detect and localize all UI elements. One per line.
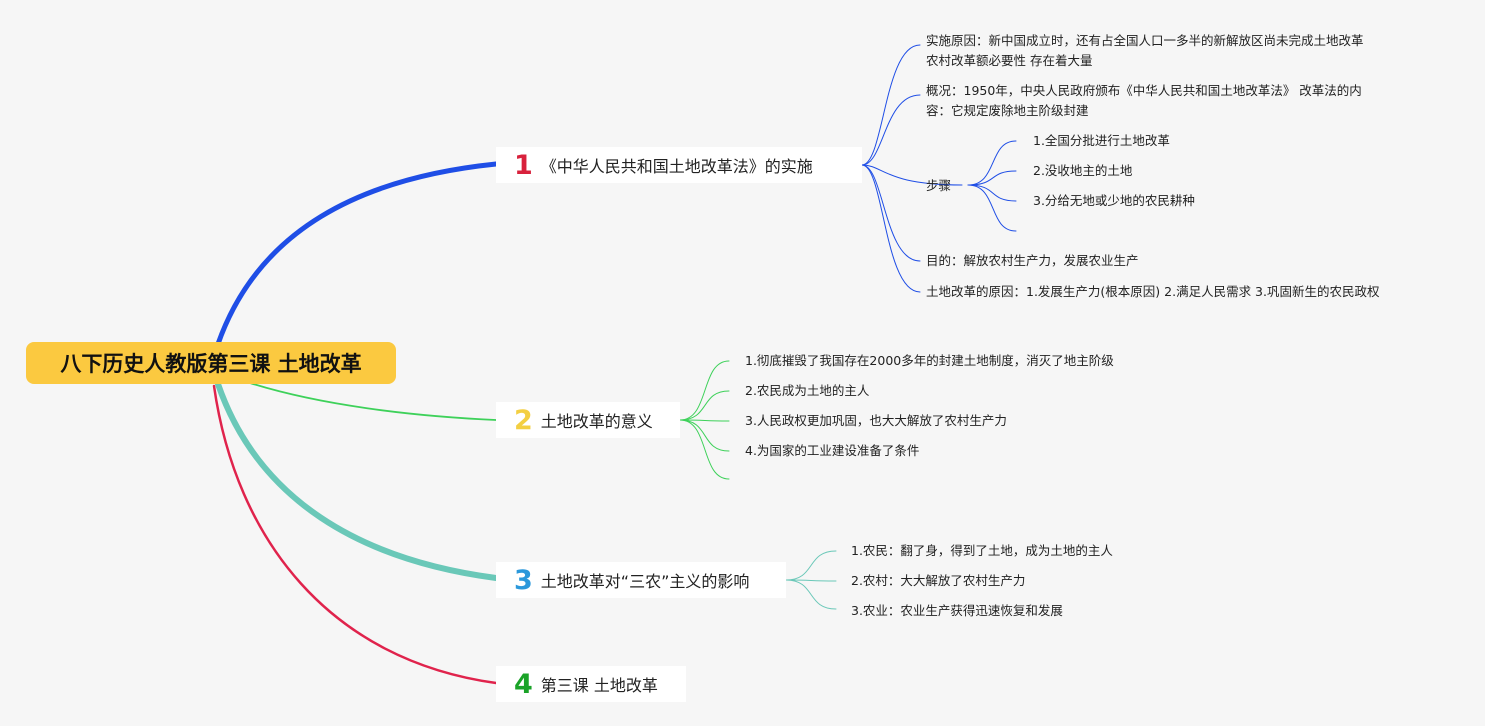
branch-2-number: 2 xyxy=(514,404,533,436)
branch-3-child-connector xyxy=(785,579,837,582)
branch-2-child-connector xyxy=(679,390,730,421)
impact-item-label: 1.农民：翻了身，得到了土地，成为土地的主人 xyxy=(851,543,1113,558)
branch-1-overview[interactable]: 概况：1950年，中央人民政府颁布《中华人民共和国土地改革法》 改革法的内 容：… xyxy=(926,81,1362,121)
step-item-label: 3.分给无地或少地的农民耕种 xyxy=(1033,193,1195,208)
significance-item[interactable]: 1.彻底摧毁了我国存在2000多年的封建土地制度，消灭了地主阶级 xyxy=(745,351,1114,371)
branch-2-label: 土地改革的意义 xyxy=(540,412,653,431)
branch-1-reason[interactable]: 实施原因：新中国成立时，还有占全国人口一多半的新解放区尚未完成土地改革 农村改革… xyxy=(926,31,1364,71)
root-topic[interactable]: 八下历史人教版第三课 土地改革 xyxy=(26,342,396,384)
branch-2-topic[interactable]: 2 土地改革的意义 xyxy=(496,402,680,438)
branch-1-causes-label: 土地改革的原因：1.发展生产力(根本原因) 2.满足人民需求 3.巩固新生的农民… xyxy=(926,284,1380,299)
branch-1-purpose-label: 目的：解放农村生产力，发展农业生产 xyxy=(926,253,1139,268)
steps-child-connector xyxy=(967,170,1017,186)
step-item-label: 2.没收地主的土地 xyxy=(1033,163,1133,178)
impact-item[interactable]: 1.农民：翻了身，得到了土地，成为土地的主人 xyxy=(851,541,1113,561)
branch-1-overview-line1: 概况：1950年，中央人民政府颁布《中华人民共和国土地改革法》 改革法的内 xyxy=(926,83,1362,98)
significance-item-label: 4.为国家的工业建设准备了条件 xyxy=(745,443,920,458)
branch-1-child-connector xyxy=(861,94,921,166)
step-item[interactable]: 3.分给无地或少地的农民耕种 xyxy=(1033,191,1195,211)
branch-4-connector xyxy=(212,384,498,685)
branch-4-number: 4 xyxy=(514,668,533,700)
significance-item-label: 2.农民成为土地的主人 xyxy=(745,383,870,398)
branch-1-overview-line2: 容：它规定废除地主阶级封建 xyxy=(926,103,1089,118)
step-item[interactable]: 2.没收地主的土地 xyxy=(1033,161,1132,181)
branch-2-connector xyxy=(249,382,497,421)
impact-item-label: 3.农业：农业生产获得迅速恢复和发展 xyxy=(851,603,1063,618)
branch-3-child-connector xyxy=(785,579,837,610)
branch-1-connector xyxy=(215,161,499,347)
significance-item-label: 3.人民政权更加巩固，也大大解放了农村生产力 xyxy=(745,413,1007,428)
branch-1-child-connector xyxy=(861,164,921,293)
branch-4-label: 第三课 土地改革 xyxy=(540,676,658,695)
branch-3-label: 土地改革对“三农”主义的影响 xyxy=(540,572,750,591)
significance-item[interactable]: 3.人民政权更加巩固，也大大解放了农村生产力 xyxy=(745,411,1007,431)
branch-2-child-connector xyxy=(679,419,730,422)
root-topic-label: 八下历史人教版第三课 土地改革 xyxy=(60,352,362,376)
branch-3-child-connector xyxy=(785,550,837,581)
significance-item[interactable]: 2.农民成为土地的主人 xyxy=(745,381,869,401)
branch-1-number: 1 xyxy=(514,149,533,181)
branch-4-topic[interactable]: 4 第三课 土地改革 xyxy=(496,666,686,702)
branch-3-connector xyxy=(215,381,499,581)
step-item-label: 1.全国分批进行土地改革 xyxy=(1033,133,1170,148)
branch-1-causes[interactable]: 土地改革的原因：1.发展生产力(根本原因) 2.满足人民需求 3.巩固新生的农民… xyxy=(926,282,1379,302)
impact-item[interactable]: 3.农业：农业生产获得迅速恢复和发展 xyxy=(851,601,1063,621)
steps-child-connector xyxy=(967,184,1017,232)
branch-1-topic[interactable]: 1 《中华人民共和国土地改革法》的实施 xyxy=(496,147,862,183)
branch-2-child-connector xyxy=(679,419,730,452)
branch-2-child-connector xyxy=(679,419,730,480)
impact-item[interactable]: 2.农村：大大解放了农村生产力 xyxy=(851,571,1025,591)
branch-1-steps[interactable]: 步骤 xyxy=(926,176,951,196)
branch-1-reason-line1: 实施原因：新中国成立时，还有占全国人口一多半的新解放区尚未完成土地改革 xyxy=(926,33,1364,48)
branch-1-child-connector xyxy=(861,44,921,166)
step-item[interactable]: 1.全国分批进行土地改革 xyxy=(1033,131,1170,151)
branch-3-topic[interactable]: 3 土地改革对“三农”主义的影响 xyxy=(496,562,786,598)
branch-1-label: 《中华人民共和国土地改革法》的实施 xyxy=(540,157,813,176)
significance-item-label: 1.彻底摧毁了我国存在2000多年的封建土地制度，消灭了地主阶级 xyxy=(745,353,1114,368)
branch-1-reason-line2: 农村改革额必要性 存在着大量 xyxy=(926,53,1093,68)
steps-child-connector xyxy=(967,184,1017,202)
branch-2-child-connector xyxy=(679,360,730,421)
branch-3-number: 3 xyxy=(514,564,533,596)
impact-item-label: 2.农村：大大解放了农村生产力 xyxy=(851,573,1026,588)
branch-1-purpose[interactable]: 目的：解放农村生产力，发展农业生产 xyxy=(926,251,1139,271)
branch-1-child-connector xyxy=(861,164,921,262)
significance-item[interactable]: 4.为国家的工业建设准备了条件 xyxy=(745,441,919,461)
steps-child-connector xyxy=(967,140,1017,186)
branch-1-steps-label: 步骤 xyxy=(926,178,952,193)
branch-1-child-connector xyxy=(861,164,963,186)
